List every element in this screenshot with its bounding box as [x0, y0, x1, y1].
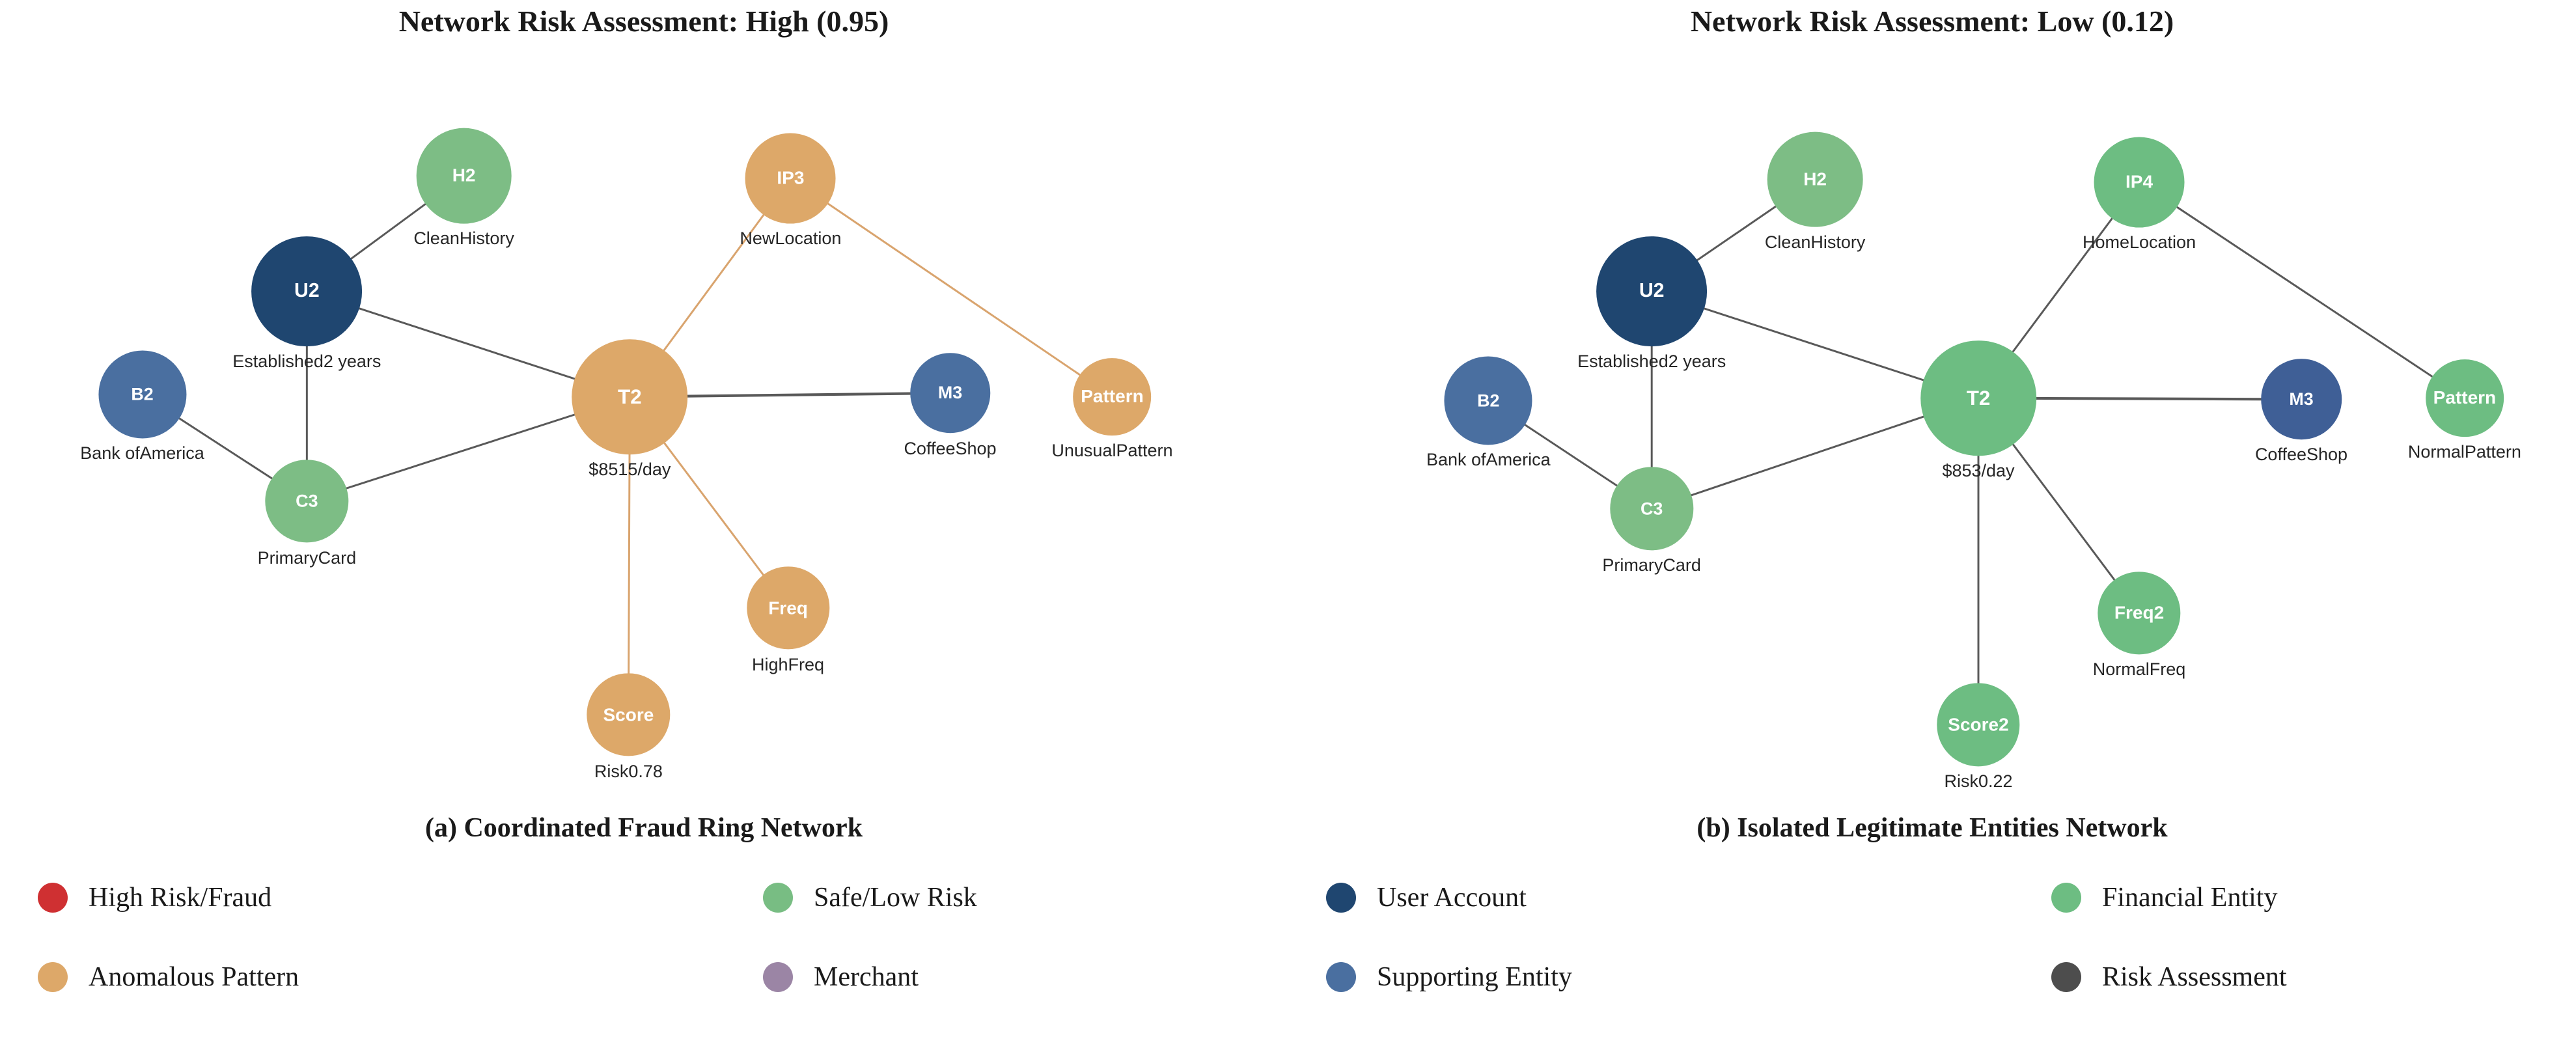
graph-node-sublabel-m3: CoffeeShop — [904, 438, 997, 458]
legend-label: Merchant — [814, 962, 919, 992]
graph-node-sublabel-pattern: NormalPattern — [2407, 442, 2521, 462]
graph-node-sublabel-u2: Established2 years — [232, 352, 381, 372]
graph-node-label: H2 — [1803, 169, 1827, 189]
graph-node-sublabel-pattern: UnusualPattern — [1051, 441, 1173, 461]
panel-title-fraud: Network Risk Assessment: High (0.95) — [398, 5, 889, 38]
graph-node-label: C3 — [296, 491, 318, 511]
graph-node-sublabel-h2: CleanHistory — [1764, 232, 1866, 253]
graph-node-sublabel-h2: CleanHistory — [413, 228, 514, 249]
graph-node-sublabel-u2: Established2 years — [1577, 352, 1726, 372]
legend-label: Safe/Low Risk — [814, 883, 977, 913]
graph-node-sublabel-ip3: NewLocation — [740, 228, 842, 249]
graph-node-m3[interactable]: M3 — [2261, 359, 2342, 440]
graph-node-score2[interactable]: Score2 — [1937, 683, 2020, 767]
graph-node-label: B2 — [1477, 390, 1500, 410]
graph-node-u2[interactable]: U2 — [1596, 236, 1708, 347]
legend-item: User Account — [1326, 883, 1527, 913]
graph-node-sublabel-c3: PrimaryCard — [1602, 555, 1701, 575]
graph-node-label: Pattern — [2433, 387, 2497, 408]
legend-item: Risk Assessment — [2051, 962, 2287, 992]
legend-label: Supporting Entity — [1377, 962, 1572, 992]
graph-node-m3[interactable]: M3 — [909, 353, 991, 434]
legend-swatch-circle-icon — [763, 883, 793, 913]
graph-node-label: M3 — [2289, 389, 2314, 409]
legend-label: Anomalous Pattern — [89, 962, 299, 992]
graph-node-t2[interactable]: T2 — [1920, 340, 2036, 456]
legend-label: User Account — [1377, 883, 1527, 913]
graph-node-h2[interactable]: H2 — [1767, 131, 1863, 228]
graph-node-sublabel-m3: CoffeeShop — [2254, 445, 2348, 465]
legend-swatch-circle-icon — [2051, 883, 2081, 913]
graph-node-sublabel-ip4: HomeLocation — [2082, 232, 2196, 253]
graph-node-sublabel-b2: Bank ofAmerica — [1426, 449, 1551, 469]
graph-node-freq2[interactable]: Freq2 — [2098, 571, 2181, 655]
legend-swatch-circle-icon — [38, 883, 68, 913]
legend-swatch-circle-icon — [38, 962, 68, 992]
graph-node-label: IP3 — [777, 167, 805, 188]
graph-node-label: T2 — [1966, 386, 1991, 409]
legend-item: High Risk/Fraud — [38, 883, 271, 913]
graph-node-h2[interactable]: H2 — [416, 128, 512, 224]
graph-node-sublabel-b2: Bank ofAmerica — [80, 443, 204, 463]
graph-node-label: Score — [603, 704, 654, 725]
graph-node-sublabel-c3: PrimaryCard — [257, 547, 357, 568]
graph-node-label: T2 — [618, 385, 642, 408]
graph-node-label: B2 — [131, 384, 154, 404]
graph-edge-IP3-Pattern — [789, 177, 1113, 398]
graph-edge-IP4-Pattern — [2138, 181, 2466, 400]
graph-node-pattern[interactable]: Pattern — [1073, 357, 1152, 436]
legend-label: Financial Entity — [2102, 883, 2278, 913]
panel-title-legitimate: Network Risk Assessment: Low (0.12) — [1690, 5, 2174, 38]
graph-node-label: C3 — [1641, 498, 1663, 518]
graph-node-label: U2 — [294, 280, 320, 302]
graph-node-b2[interactable]: B2 — [98, 350, 187, 439]
graph-node-sublabel-t2: $853/day — [1942, 461, 2015, 481]
graph-node-u2[interactable]: U2 — [251, 236, 363, 347]
graph-node-sublabel-freq: HighFreq — [752, 654, 825, 674]
graph-node-label: Freq2 — [2114, 602, 2165, 623]
graph-node-label: M3 — [937, 383, 963, 403]
graph-node-t2[interactable]: T2 — [572, 338, 688, 455]
legend-label: Risk Assessment — [2102, 962, 2287, 992]
graph-node-c3[interactable]: C3 — [1610, 467, 1693, 551]
graph-node-label: U2 — [1639, 280, 1665, 302]
legend-item: Financial Entity — [2051, 883, 2277, 913]
legend-swatch-circle-icon — [2051, 962, 2081, 992]
legend-swatch-circle-icon — [1326, 883, 1356, 913]
graph-node-sublabel-score2: Risk0.22 — [1944, 771, 2013, 792]
panel-caption-legitimate: (b) Isolated Legitimate Entities Network — [1697, 813, 2168, 843]
graph-node-label: H2 — [452, 165, 476, 186]
graph-node-ip3[interactable]: IP3 — [745, 133, 836, 224]
graph-node-label: Pattern — [1081, 386, 1144, 407]
legend-item: Safe/Low Risk — [763, 883, 977, 913]
graph-node-sublabel-score: Risk0.78 — [594, 761, 663, 781]
graph-node-sublabel-t2: $8515/day — [589, 460, 671, 480]
graph-node-label: Score2 — [1948, 714, 2009, 735]
legend-item: Supporting Entity — [1326, 962, 1572, 992]
legend-label: High Risk/Fraud — [89, 883, 272, 913]
legend-item: Anomalous Pattern — [38, 962, 299, 992]
graph-node-label: Freq — [768, 597, 808, 618]
legend-item: Merchant — [763, 962, 919, 992]
legend-swatch-circle-icon — [1326, 962, 1356, 992]
graph-node-score[interactable]: Score — [587, 673, 671, 756]
graph-node-sublabel-freq2: NormalFreq — [2092, 659, 2186, 680]
graph-node-b2[interactable]: B2 — [1444, 356, 1532, 445]
graph-node-freq[interactable]: Freq — [746, 566, 830, 650]
graph-node-c3[interactable]: C3 — [265, 460, 349, 543]
legend-swatch-circle-icon — [763, 962, 793, 992]
panel-caption-fraud: (a) Coordinated Fraud Ring Network — [425, 813, 863, 843]
graph-node-pattern[interactable]: Pattern — [2426, 359, 2504, 437]
graph-node-label: IP4 — [2126, 171, 2154, 192]
graph-node-ip4[interactable]: IP4 — [2094, 137, 2185, 228]
